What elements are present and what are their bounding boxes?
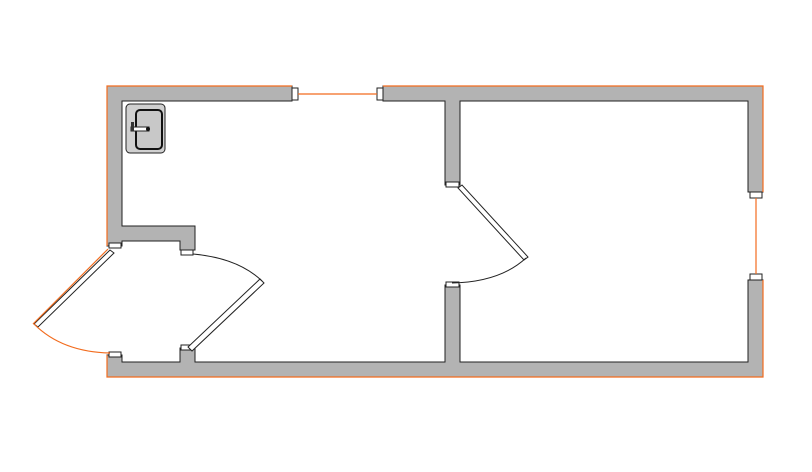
bathroom-door[interactable] — [180, 249, 265, 352]
room-door[interactable] — [445, 181, 529, 288]
top-wall-right — [382, 85, 764, 193]
sink — [125, 103, 166, 154]
entry-door[interactable] — [32, 242, 122, 358]
right-wall-lower — [106, 279, 764, 378]
right-window — [749, 191, 763, 281]
top-wall-left — [106, 85, 293, 251]
exterior-outline — [106, 85, 764, 378]
top-window — [291, 87, 384, 101]
